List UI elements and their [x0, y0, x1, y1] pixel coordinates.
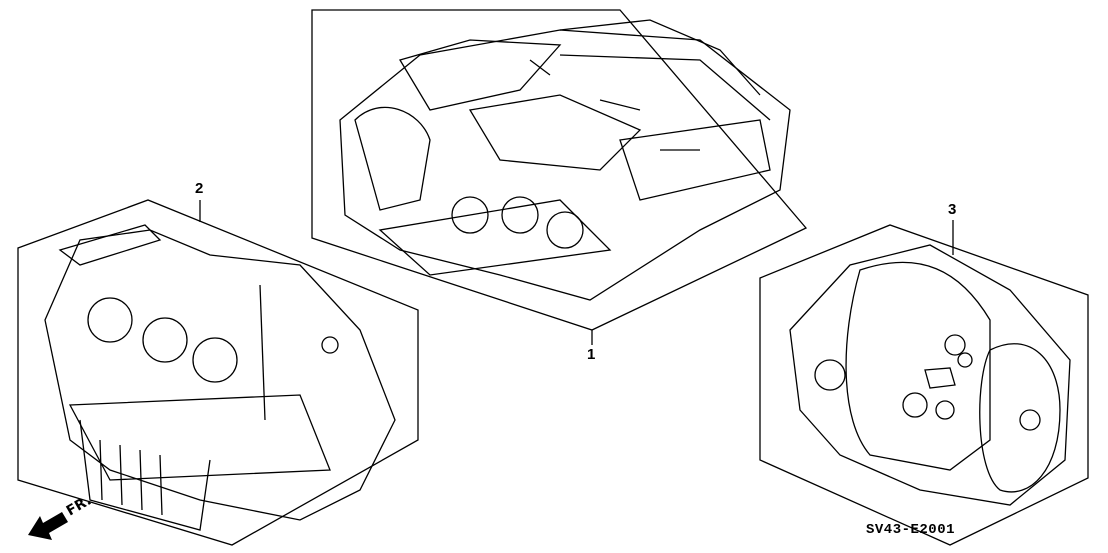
group-1-engine-gasket-kit[interactable]	[311, 9, 808, 345]
group-1-frame	[311, 9, 808, 331]
engine-block-drawing	[44, 224, 396, 531]
group-3-transmission-gasket-kit[interactable]	[759, 220, 1089, 546]
callout-1[interactable]: 1	[587, 346, 596, 363]
callout-2[interactable]: 2	[195, 180, 204, 197]
transmission-drawing	[789, 244, 1071, 506]
front-arrow-icon	[28, 512, 68, 540]
group-3-frame	[759, 224, 1089, 546]
group-2-frame	[17, 199, 419, 546]
callout-3[interactable]: 3	[948, 201, 957, 218]
group-2-block-gasket-kit[interactable]	[17, 199, 419, 546]
diagram-code: SV43-E2001	[866, 522, 956, 538]
cylinder-head-drawing	[339, 19, 791, 301]
